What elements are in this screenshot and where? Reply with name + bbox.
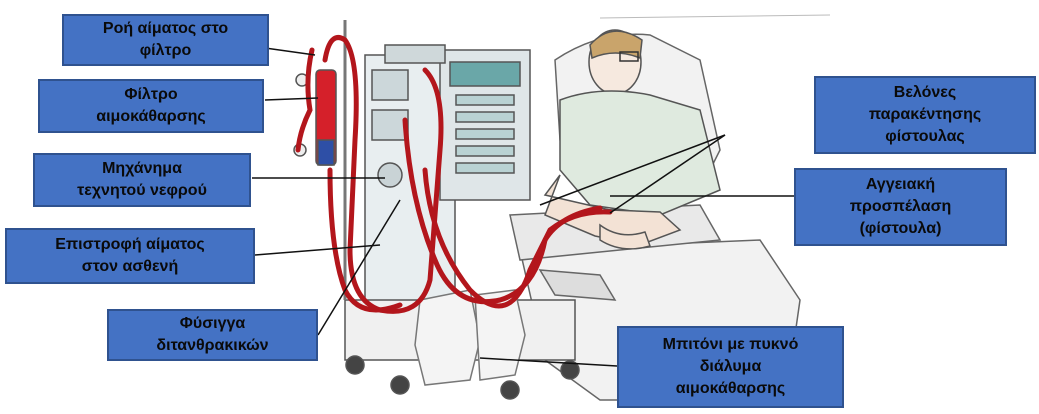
wheel-3 — [501, 381, 519, 399]
wall-line — [600, 15, 830, 18]
label-text: Επιστροφή αίματος — [55, 234, 204, 256]
label-text: προσπέλαση — [850, 196, 952, 218]
wheel-1 — [346, 356, 364, 374]
label-text: διτανθρακικών — [156, 335, 268, 357]
label-bicarbonate-cartridge: Φύσιγγα διτανθρακικών — [107, 309, 318, 361]
label-text: Μηχάνημα — [102, 158, 182, 180]
label-artificial-kidney-machine: Μηχάνημα τεχνητού νεφρού — [33, 153, 251, 207]
label-text: Αγγειακή — [866, 174, 935, 196]
wheel-2 — [391, 376, 409, 394]
label-text: φίλτρο — [140, 40, 192, 62]
label-text: αιμοκάθαρσης — [676, 378, 786, 400]
label-text: Φύσιγγα — [180, 313, 245, 335]
label-vascular-access: Αγγειακή προσπέλαση (φίστουλα) — [794, 168, 1007, 246]
label-text: Μπιτόνι με πυκνό — [663, 334, 799, 356]
label-text: Βελόνες — [894, 82, 956, 104]
label-blood-flow-to-filter: Ροή αίματος στο φίλτρο — [62, 14, 269, 66]
label-blood-return: Επιστροφή αίματος στον ασθενή — [5, 228, 255, 284]
label-fistula-needles: Βελόνες παρακέντησης φίστουλας — [814, 76, 1036, 154]
label-text: παρακέντησης — [869, 104, 981, 126]
label-text: (φίστουλα) — [860, 218, 942, 240]
label-dialysis-filter: Φίλτρο αιμοκάθαρσης — [38, 79, 264, 133]
label-text: στον ασθενή — [82, 256, 178, 278]
label-text: διάλυμα — [700, 356, 762, 378]
label-text: φίστουλας — [885, 126, 964, 148]
label-concentrate-canister: Μπιτόνι με πυκνό διάλυμα αιμοκάθαρσης — [617, 326, 844, 408]
label-text: Ροή αίματος στο — [103, 18, 228, 40]
label-text: Φίλτρο — [124, 84, 177, 106]
label-text: τεχνητού νεφρού — [77, 180, 207, 202]
label-text: αιμοκάθαρσης — [96, 106, 206, 128]
